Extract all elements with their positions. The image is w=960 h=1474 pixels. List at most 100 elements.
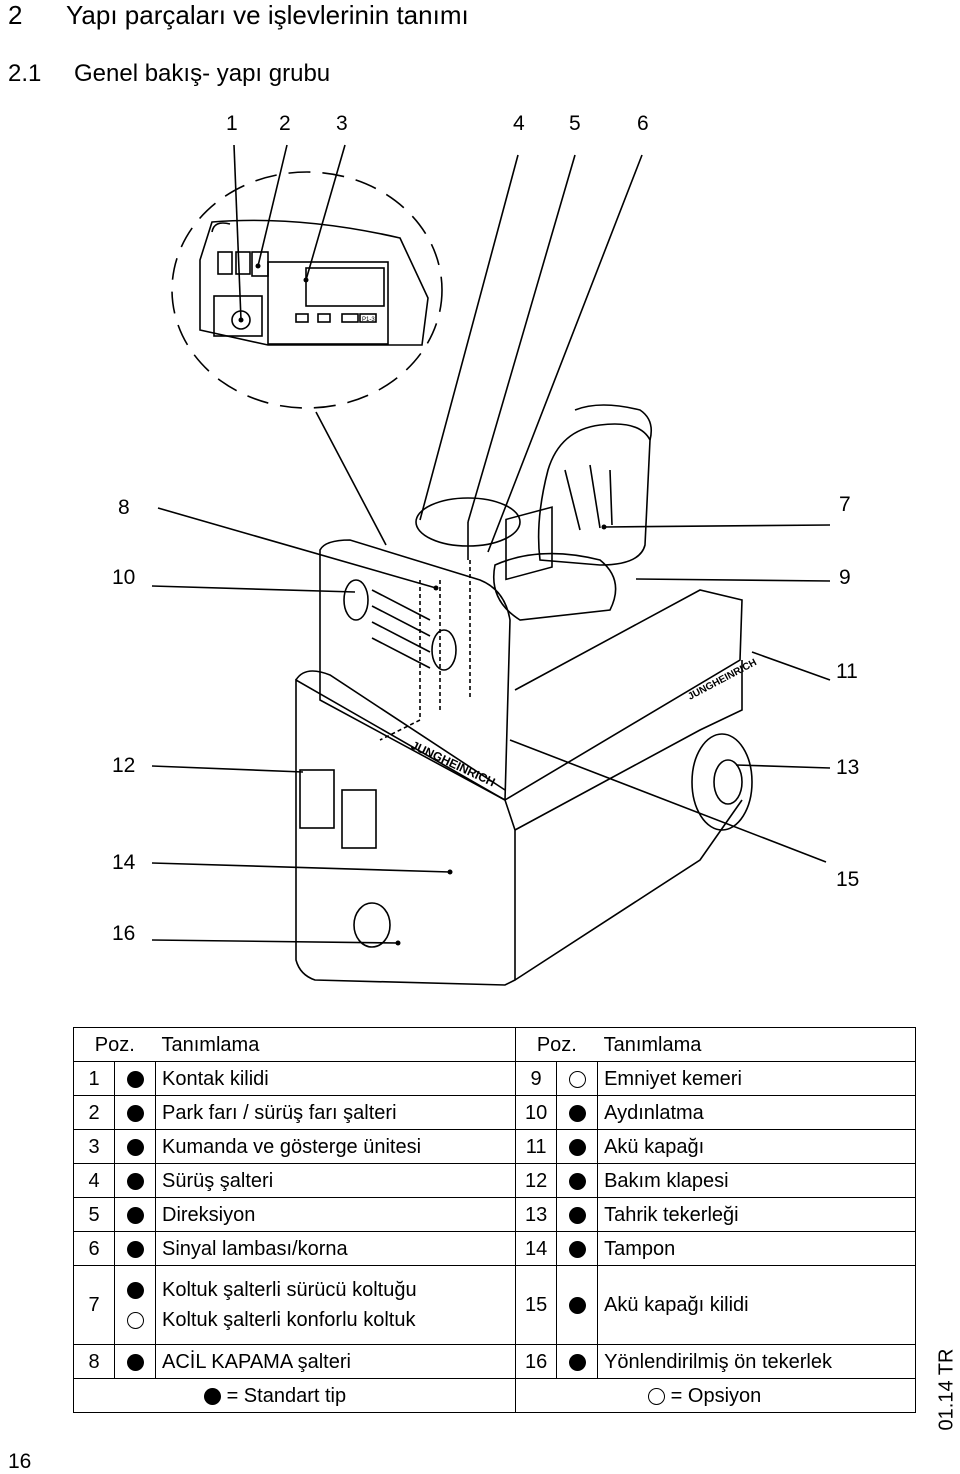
section-title: Genel bakış- yapı grubu: [74, 60, 331, 87]
desc-cell: Direksiyon: [154, 1197, 517, 1232]
standard-dot-icon: [556, 1197, 599, 1232]
desc-cell: Emniyet kemeri: [597, 1061, 916, 1096]
switch-1-icon: [217, 251, 233, 275]
front-hood: [319, 539, 511, 802]
standard-dot-icon: [556, 1095, 599, 1130]
drive-wheel: [691, 733, 753, 831]
desc-cell: Aydınlatma: [597, 1095, 916, 1130]
battery-cover: [504, 589, 743, 801]
desc-cell: Kontak kilidi: [154, 1061, 517, 1096]
display-label: P1-3: [362, 317, 375, 323]
option-circle-icon: [648, 1387, 666, 1405]
callout-2: 2: [279, 112, 291, 135]
switch-3-icon: [251, 251, 269, 277]
pos-cell: 9: [515, 1061, 558, 1096]
table-row: 6 Sinyal lambası/korna 14 Tampon: [73, 1231, 916, 1266]
panel-plate: [341, 789, 377, 849]
pos-cell: 15: [515, 1265, 558, 1345]
pos-cell: 13: [515, 1197, 558, 1232]
service-flap-panel: [299, 769, 335, 829]
header-desc-left: Tanımlama: [155, 1027, 517, 1062]
callout-9: 9: [839, 566, 851, 589]
desc-cell: Sinyal lambası/korna: [154, 1231, 517, 1266]
option-key: = Opsiyon: [515, 1378, 916, 1413]
callout-7: 7: [839, 493, 851, 516]
table-row: 1 Kontak kilidi 9 Emniyet kemeri: [73, 1061, 916, 1096]
desc-cell: Park farı / sürüş farı şalteri: [154, 1095, 517, 1130]
header-pos-left: Poz.: [73, 1027, 156, 1062]
chapter-number: 2: [8, 0, 23, 30]
headlight-left-icon: [343, 579, 369, 621]
pos-cell: 4: [73, 1163, 115, 1198]
standard-dot-icon: [114, 1095, 156, 1130]
front-bumper-body: [295, 678, 516, 986]
header-pos-right: Poz.: [515, 1027, 598, 1062]
pos-cell: 10: [515, 1095, 558, 1130]
legend-header-row: Poz. Tanımlama Poz. Tanımlama: [73, 1027, 916, 1062]
option-circle-icon: [556, 1061, 599, 1096]
driver-seat: [537, 423, 651, 566]
callout-11: 11: [836, 660, 858, 683]
legend-table: Poz. Tanımlama Poz. Tanımlama 1 Kontak k…: [72, 1027, 916, 1413]
switch-2-icon: [235, 251, 251, 275]
callout-3: 3: [336, 112, 348, 135]
standard-dot-icon: [126, 1282, 144, 1300]
desc-cell: Yönlendirilmiş ön tekerlek: [597, 1344, 916, 1379]
standard-dot-icon: [114, 1129, 156, 1164]
table-row: 7 Koltuk şalterli sürücü koltuğu Koltuk …: [73, 1265, 916, 1345]
pos-cell: 8: [73, 1344, 115, 1379]
table-row: 3 Kumanda ve gösterge ünitesi 11 Akü kap…: [73, 1129, 916, 1164]
standard-dot-icon: [204, 1387, 221, 1405]
front-wheel: [353, 902, 391, 948]
desc-cell: Akü kapağı: [597, 1129, 916, 1164]
display-unit: [267, 261, 389, 345]
standard-dot-icon: [114, 1344, 156, 1379]
table-row: 2 Park farı / sürüş farı şalteri 10 Aydı…: [73, 1095, 916, 1130]
desc-cell: Bakım klapesi: [597, 1163, 916, 1198]
callout-13: 13: [836, 756, 860, 779]
seat-cushion: [493, 552, 617, 621]
standard-key: = Standart tip: [72, 1378, 517, 1413]
desc-cell: Koltuk şalterli sürücü koltuğu Koltuk şa…: [154, 1265, 517, 1345]
chapter-title: Yapı parçaları ve işlevlerinin tanımı: [66, 0, 469, 30]
standard-dot-icon: [114, 1061, 156, 1096]
section-number: 2.1: [8, 60, 42, 87]
option-key-label: = Opsiyon: [670, 1384, 762, 1407]
callout-12: 12: [112, 754, 136, 777]
key-switch-housing: [213, 295, 263, 337]
callout-10: 10: [112, 566, 136, 589]
desc-cell: ACİL KAPAMA şalteri: [154, 1344, 517, 1379]
callout-6: 6: [637, 112, 649, 135]
pos-cell: 7: [73, 1265, 115, 1345]
brand-front: JUNGHEINRICH: [409, 738, 498, 789]
pos-cell: 3: [73, 1129, 115, 1164]
document-code: 01.14 TR: [926, 1348, 960, 1431]
desc-cell: Akü kapağı kilidi: [597, 1265, 916, 1345]
pos-cell: 2: [73, 1095, 115, 1130]
desc-cell: Tahrik tekerleği: [597, 1197, 916, 1232]
vent-grille: [505, 506, 553, 581]
brand-side: JUNGHEINRICH: [686, 657, 758, 702]
option-circle-icon: [126, 1312, 144, 1330]
document-code-text: 01.14 TR: [935, 1348, 958, 1431]
pos-cell: 14: [515, 1231, 558, 1266]
table-row: 5 Direksiyon 13 Tahrik tekerleği: [73, 1197, 916, 1232]
desc-line-1: Koltuk şalterli sürücü koltuğu: [162, 1279, 417, 1301]
callout-16: 16: [112, 922, 136, 945]
standard-dot-icon: [114, 1197, 156, 1232]
chapter-heading: 2 Yapı parçaları ve işlevlerinin tanımı: [8, 0, 469, 31]
pos-cell: 6: [73, 1231, 115, 1266]
symbol-cell: [114, 1265, 156, 1345]
callout-14: 14: [112, 851, 136, 874]
pos-cell: 5: [73, 1197, 115, 1232]
standard-dot-icon: [556, 1163, 599, 1198]
pos-cell: 1: [73, 1061, 115, 1096]
display-screen: [305, 267, 385, 307]
desc-cell: Kumanda ve gösterge ünitesi: [154, 1129, 517, 1164]
pos-cell: 12: [515, 1163, 558, 1198]
standard-dot-icon: [556, 1231, 599, 1266]
section-heading: 2.1 Genel bakış- yapı grubu: [8, 60, 330, 88]
dashboard-detail: [199, 219, 429, 346]
standard-dot-icon: [114, 1163, 156, 1198]
callout-5: 5: [569, 112, 581, 135]
